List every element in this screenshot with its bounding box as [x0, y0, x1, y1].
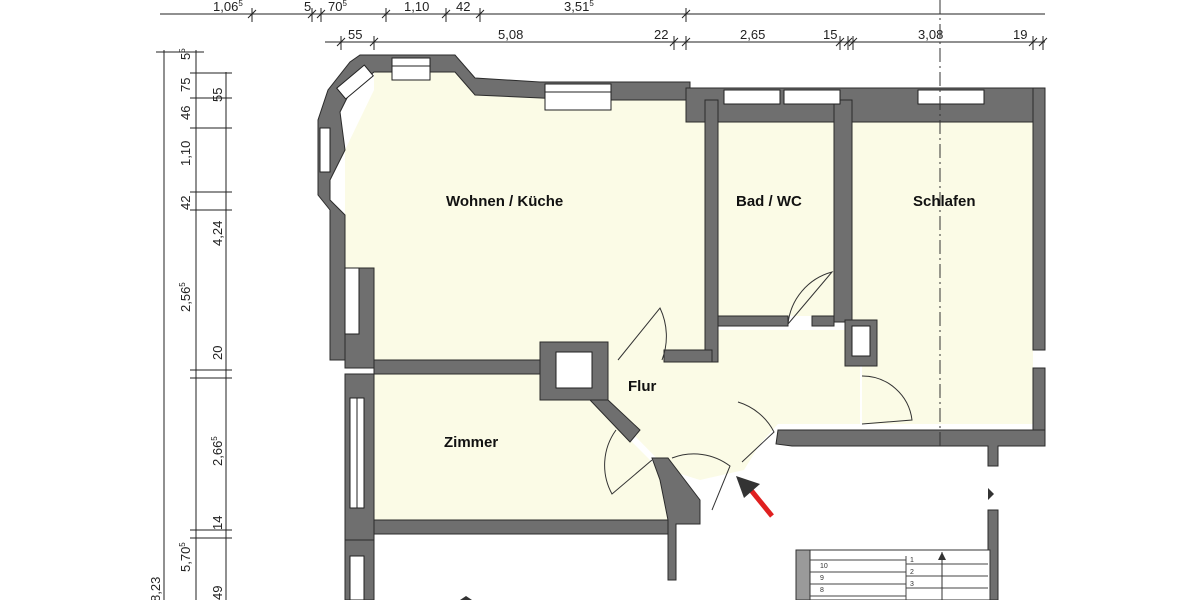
dimension-chain-left: 55 75 46 1,10 42 2,565 20 2,665 14 5,705…: [148, 48, 232, 600]
room-flur: [600, 330, 860, 480]
dim-left-8: 2,665: [210, 436, 225, 466]
room-zimmer: [374, 374, 672, 520]
room-label-wohnen-kueche: Wohnen / Küche: [446, 193, 563, 210]
room-label-bad: Bad / WC: [736, 193, 802, 210]
window: [349, 555, 365, 600]
dim-top-3: 705: [328, 0, 347, 14]
dimension-chain-top: 1,065 5 705 1,10 42 3,515 55 5,08 22 2,6…: [160, 0, 1048, 50]
entrance-arrow-icon: [736, 476, 774, 518]
dim-left-6: 2,565: [178, 282, 193, 312]
dim-top2-1: 55: [348, 27, 362, 42]
dim-left-5: 42: [178, 196, 193, 210]
dim-left-11: 49: [210, 586, 225, 600]
room-label-flur: Flur: [628, 378, 656, 395]
dim-top2-3: 22: [654, 27, 668, 42]
window: [723, 89, 781, 105]
window: [336, 64, 374, 100]
dim-left-2: 75: [178, 78, 193, 92]
staircase: 10 9 8 1 2 3: [795, 549, 991, 600]
arrow-marker: [988, 488, 994, 500]
door-swing: [787, 271, 834, 325]
dim-top-2: 5: [304, 0, 311, 14]
dim-left-7: 20: [210, 346, 225, 360]
dim-left-3: 46: [178, 106, 193, 120]
room-bad: [718, 122, 834, 316]
window: [783, 89, 841, 105]
room-label-schlafen: Schlafen: [913, 193, 976, 210]
door-swing: [737, 401, 775, 463]
dim-left-mid-2: 4,24: [210, 221, 225, 246]
door-swing: [604, 429, 653, 495]
room-label-zimmer: Zimmer: [444, 434, 498, 451]
dim-top-1: 1,065: [213, 0, 243, 14]
dim-left-mid-1: 55: [210, 88, 225, 102]
dim-top-5: 42: [456, 0, 470, 14]
room-wohnen-kueche: [345, 72, 705, 360]
dim-left-1: 55: [178, 48, 193, 60]
dim-top-6: 3,515: [564, 0, 594, 14]
arrow-marker: [460, 596, 472, 600]
stair-number: 1: [910, 557, 914, 564]
dim-left-9: 14: [210, 516, 225, 530]
dim-top2-7: 19: [1013, 27, 1027, 42]
room-schlafen: [852, 122, 1033, 424]
dim-top2-5: 15: [823, 27, 837, 42]
window: [344, 267, 360, 335]
stair-number: 9: [820, 575, 824, 582]
dim-left-4: 1,10: [178, 141, 193, 166]
stair-number: 10: [820, 563, 828, 570]
windows: [319, 57, 985, 600]
stair-number: 8: [820, 587, 824, 594]
room-floors: [345, 72, 1033, 520]
stair-number: 2: [910, 569, 914, 576]
dim-left-10: 5,705: [178, 542, 193, 572]
window: [544, 83, 612, 111]
dim-top2-2: 5,08: [498, 27, 523, 42]
doors: [604, 271, 913, 511]
dim-top2-6: 3,08: [918, 27, 943, 42]
dim-top-4: 1,10: [404, 0, 429, 14]
stair-number: 3: [910, 581, 914, 588]
dim-top2-4: 2,65: [740, 27, 765, 42]
dim-left-outer: 8,23: [148, 577, 163, 600]
window: [391, 57, 431, 81]
door-swing: [617, 307, 667, 361]
window: [917, 89, 985, 105]
window: [319, 127, 331, 173]
door-swing: [861, 375, 913, 425]
door-swing: [671, 453, 731, 511]
